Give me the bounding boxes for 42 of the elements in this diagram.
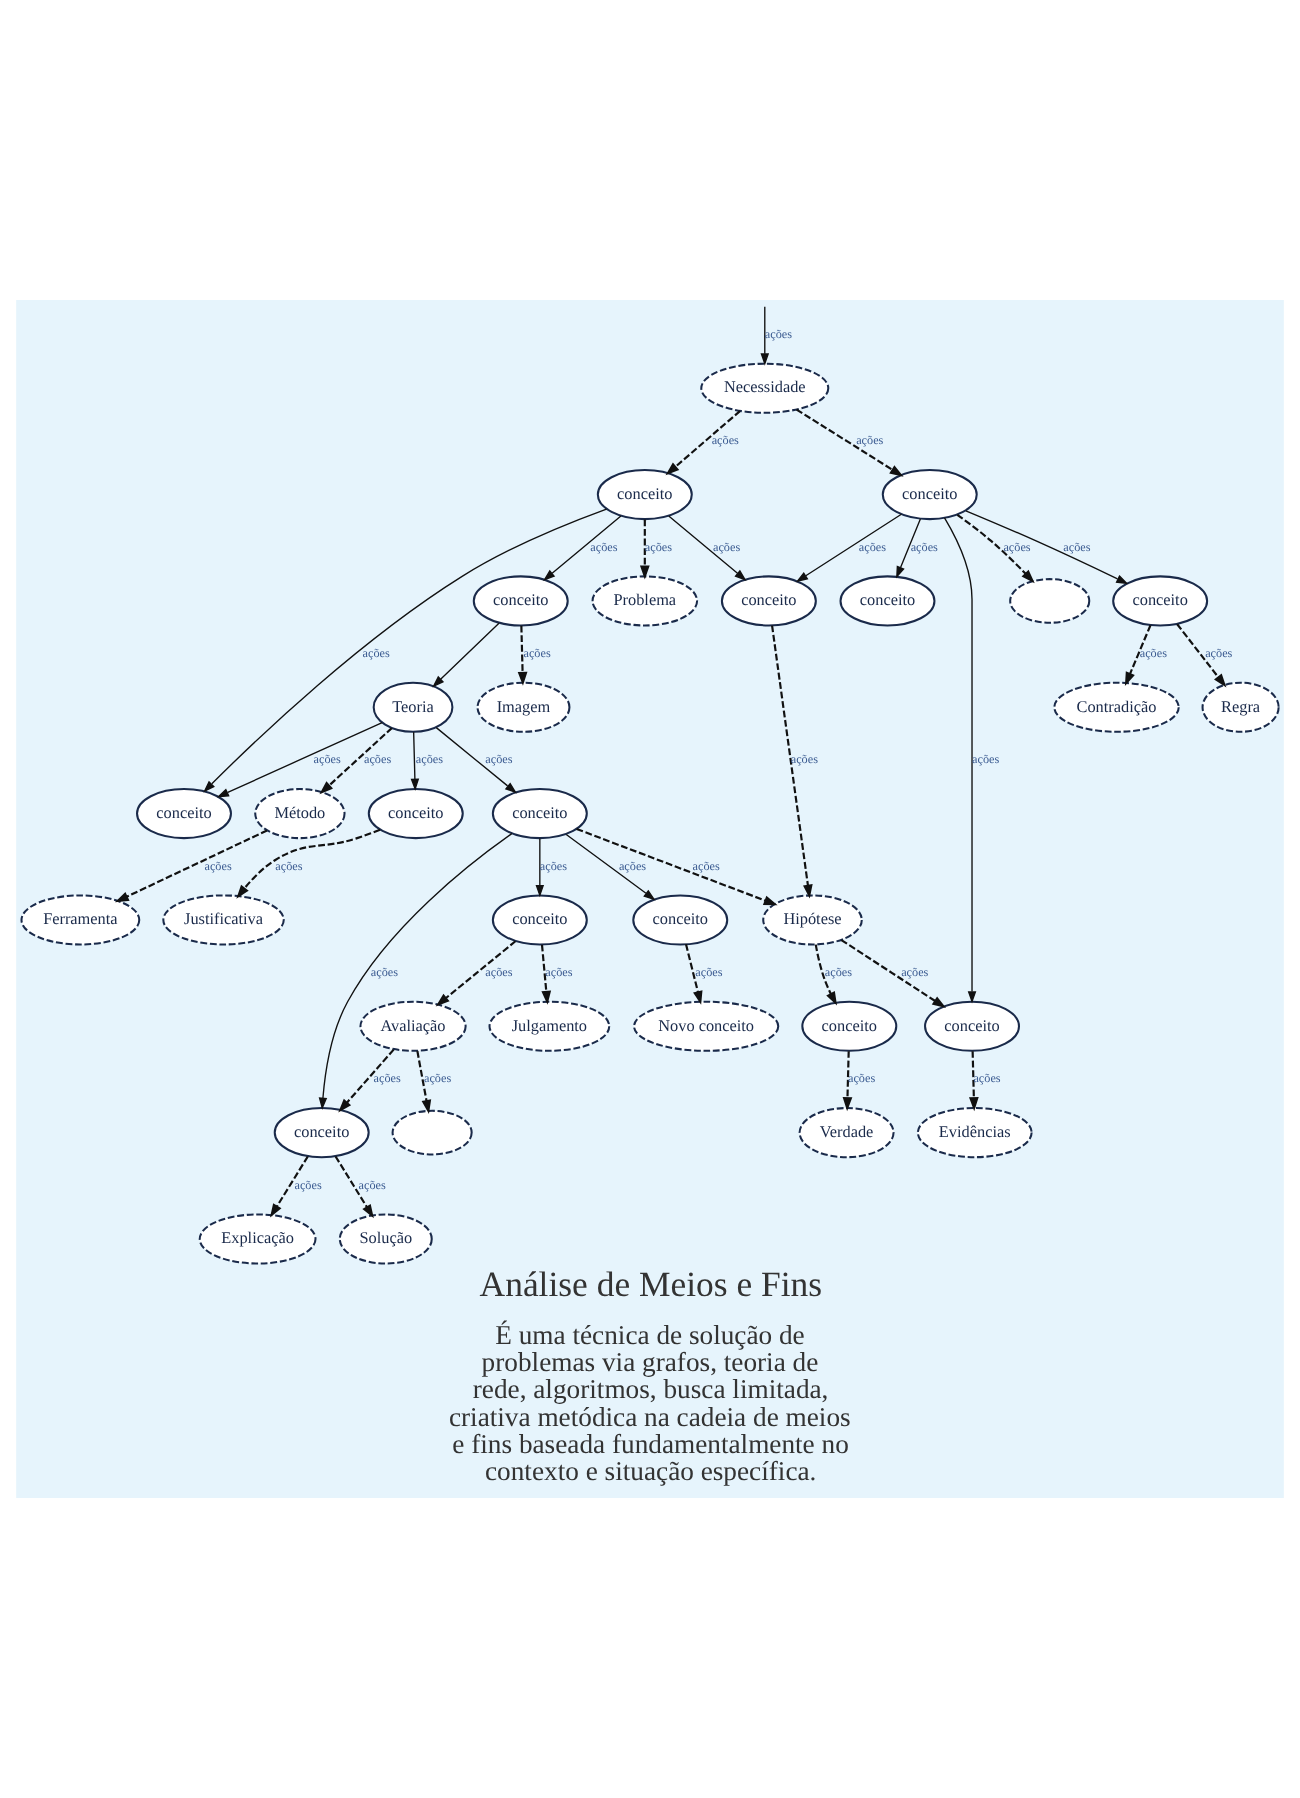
- arrow: [432, 622, 500, 688]
- node-circle: [391, 1109, 473, 1156]
- arrow: [1124, 624, 1152, 686]
- arrow: [576, 827, 778, 906]
- arrow: [540, 944, 552, 1005]
- node-circle: [1009, 578, 1091, 624]
- arrow: [535, 837, 545, 898]
- arrow: [795, 513, 903, 583]
- arrow: [968, 1051, 979, 1112]
- arrow: [319, 727, 393, 795]
- arrow: [203, 508, 608, 793]
- caption: É uma técnica de solução de problemas via grafos, teoria de rede, algoritmos, busca limitada, criativa metódica na cadeia de meios e fins baseada fundamentalmente no contexto e situação específica.: [448, 1319, 851, 1487]
- arrow: [842, 1051, 853, 1112]
- arrow: [435, 940, 517, 1007]
- diagram-title: Análise de Meios e Fins: [479, 1263, 823, 1304]
- arrow: [216, 721, 383, 798]
- arrow: [965, 510, 1129, 585]
- arrow: [668, 515, 747, 581]
- arrow: [1176, 623, 1227, 688]
- arrow: [565, 833, 656, 901]
- arrow: [270, 1155, 309, 1218]
- arrow: [956, 513, 1035, 584]
- arrow: [840, 939, 947, 1009]
- arrow: [236, 828, 381, 899]
- arrow: [665, 410, 741, 476]
- arrow: [639, 519, 650, 580]
- arrow: [896, 518, 922, 579]
- arrow: [416, 1050, 432, 1114]
- arrow: [334, 1155, 374, 1219]
- arrow: [684, 944, 703, 1005]
- arrow: [517, 625, 528, 686]
- arrow: [543, 515, 622, 581]
- arrow: [771, 625, 813, 899]
- arrow: [796, 408, 904, 477]
- arrow: [318, 832, 513, 1110]
- arrow: [943, 517, 977, 1004]
- arrow: [760, 306, 770, 366]
- arrow: [814, 944, 838, 1006]
- arrow: [114, 829, 268, 903]
- arrow: [410, 731, 420, 791]
- arrow: [435, 726, 518, 794]
- arrow: [338, 1048, 395, 1113]
